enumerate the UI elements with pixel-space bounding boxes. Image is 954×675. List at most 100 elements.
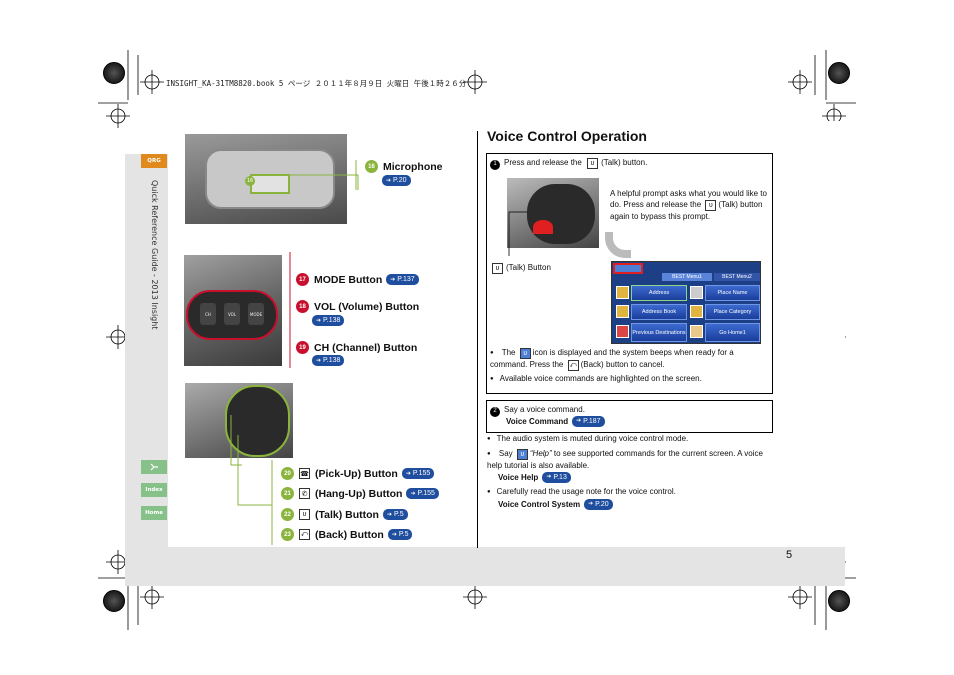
steering-wheel-left-photo: CH VOL MODE [184, 255, 282, 366]
nav-btn-address: Address [631, 285, 687, 301]
nav-btn-previous-destinations: Previous Destinations [631, 323, 687, 342]
back-label: (Back) Button [315, 528, 384, 541]
talk-pointer-line [508, 211, 527, 256]
nav-btn-go-home: Go Home1 [705, 323, 760, 342]
hangup-label: (Hang-Up) Button [315, 487, 403, 500]
vol-callout: 18 VOL (Volume) Button [296, 300, 419, 313]
pickup-number: 20 [281, 467, 294, 480]
nav-btn-place-category: Place Category [705, 304, 760, 320]
vol-label: VOL (Volume) Button [314, 300, 420, 313]
voice-control-system-ref-link[interactable]: ➔P.20 [584, 499, 613, 510]
nav-btn-address-book: Address Book [631, 304, 687, 320]
talk-callout: 22 ʋ (Talk) Button ➔P.5 [281, 508, 408, 521]
talk-icon-prompt: ʋ [705, 200, 717, 211]
qrg-tab[interactable]: QRG [141, 154, 167, 168]
mode-number: 17 [296, 273, 309, 286]
step1-number: 1 [490, 159, 500, 170]
place-name-icon [690, 286, 703, 299]
ch-ref-row: ➔P.138 [308, 355, 345, 366]
microphone-number-badge: 16 [245, 176, 255, 186]
voice-help-link-row: Voice Help ➔P.13 [498, 472, 571, 483]
index-tab[interactable]: Index [141, 483, 167, 497]
voice-active-screen-icon [613, 263, 643, 274]
nav-btn-place-name: Place Name [705, 285, 760, 301]
back-icon: ⤺ [299, 529, 310, 540]
microphone-label: Microphone [383, 160, 443, 173]
ch-ref-link[interactable]: ➔P.138 [312, 355, 345, 366]
step2-number: 2 [490, 406, 500, 417]
bullet-usage: Carefully read the usage note for the vo… [487, 486, 772, 498]
back-callout: 23 ⤺ (Back) Button ➔P.5 [281, 528, 413, 541]
previous-destinations-icon [616, 325, 629, 338]
mode-label: MODE Button [314, 273, 383, 286]
microphone-ref-row: ➔P.20 [378, 175, 411, 186]
home-tab[interactable]: Home [141, 506, 167, 520]
voice-control-system-link-label: Voice Control System [498, 500, 581, 509]
steering-wheel-right-spoke [225, 385, 290, 457]
back-ref-link[interactable]: ➔P.5 [387, 529, 413, 540]
voice-navigation-screen: BEST Menu1 BEST Menu2 Address Place Name… [611, 261, 761, 344]
voice-control-system-link-row: Voice Control System ➔P.20 [498, 499, 613, 510]
voice-help-link-label: Voice Help [498, 473, 539, 482]
talk-icon-inline: ʋ [587, 158, 599, 169]
vol-ref-row: ➔P.138 [308, 315, 345, 326]
pickup-callout: 20 ☎ (Pick-Up) Button ➔P.155 [281, 467, 435, 480]
step2-link-row: Voice Command ➔P.187 [506, 416, 605, 427]
voice-command-ref-link[interactable]: ➔P.187 [572, 416, 605, 427]
voice-tab[interactable] [141, 460, 167, 474]
page-number: 5 [786, 549, 793, 561]
prompt-text: A helpful prompt asks what you would lik… [610, 189, 767, 221]
mode-button: MODE [248, 303, 264, 325]
pickup-label: (Pick-Up) Button [315, 467, 398, 480]
ch-label: CH (Channel) Button [314, 341, 418, 354]
bullet-help: Say ʋ“Help” to see supported commands fo… [487, 448, 772, 471]
voice-active-icon: ʋ [519, 348, 531, 359]
pickup-ref-link[interactable]: ➔P.155 [401, 468, 435, 479]
vol-number: 18 [296, 300, 309, 313]
microphone-callout: 16 Microphone [365, 160, 443, 173]
flow-arrow [605, 232, 631, 258]
talk-button-caption: ʋ(Talk) Button [492, 262, 551, 274]
hangup-ref-link[interactable]: ➔P.155 [406, 488, 439, 499]
voice-help-ref-link[interactable]: ➔P.13 [542, 472, 571, 483]
registration-dot-top-left [103, 62, 125, 84]
nav-tab-best-menu1: BEST Menu1 [662, 273, 712, 281]
vol-button: VOL [224, 303, 240, 325]
back-number: 23 [281, 528, 294, 541]
section-title: Voice Control Operation [487, 128, 647, 144]
back-icon-inline: ⤺ [567, 360, 579, 371]
file-header-line: INSIGHT_KA-31TM8820.book 5 ページ ２０１１年８月９日… [166, 79, 467, 88]
registration-dot-bottom-left [103, 590, 125, 612]
pickup-phone-icon: ☎ [299, 468, 310, 479]
voice-help-icon: ʋ [516, 449, 528, 460]
ch-button: CH [200, 303, 216, 325]
talk-ref-link[interactable]: ➔P.5 [382, 509, 408, 520]
address-book-icon [616, 305, 629, 318]
hangup-phone-icon: ✆ [299, 488, 310, 499]
column-divider [477, 131, 478, 548]
microphone-number: 16 [365, 160, 378, 173]
ch-callout: 19 CH (Channel) Button [296, 341, 417, 354]
vol-ref-link[interactable]: ➔P.138 [312, 315, 345, 326]
talk-press-indicator [533, 220, 553, 234]
mode-ref-link[interactable]: ➔P.137 [386, 274, 419, 285]
talk-icon-caption: ʋ [492, 263, 503, 274]
overhead-console-photo: 16 [185, 134, 347, 224]
home-icon [690, 325, 703, 338]
bullet-muted: The audio system is muted during voice c… [487, 433, 772, 445]
talk-icon: ʋ [299, 509, 310, 520]
registration-dot-bottom-right [828, 590, 850, 612]
steering-talk-spoke [527, 184, 595, 244]
step1-bullet-highlighted: Available voice commands are highlighted… [490, 373, 770, 385]
talk-label: (Talk) Button [315, 508, 379, 521]
steering-wheel-right-photo [185, 383, 293, 458]
talk-icon [150, 463, 158, 471]
sidebar-vertical-title: Quick Reference Guide - 2013 Insight [150, 180, 159, 330]
ch-number: 19 [296, 341, 309, 354]
microphone-ref-link[interactable]: ➔P.20 [382, 175, 411, 186]
address-icon [616, 286, 629, 299]
